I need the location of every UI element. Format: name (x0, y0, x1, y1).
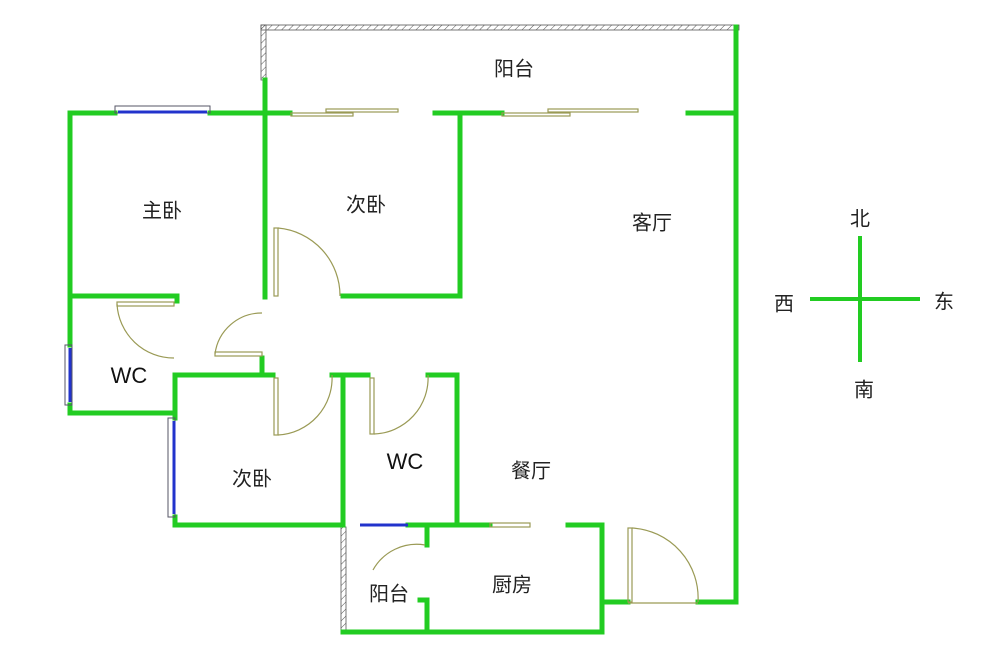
room-label-master-bedroom: 主卧 (142, 198, 182, 223)
compass-north: 北 (850, 206, 870, 231)
room-label-living-room: 客厅 (632, 210, 672, 235)
room-label-kitchen: 厨房 (492, 572, 532, 597)
windows (64, 105, 408, 527)
doors (116, 108, 699, 604)
hatched-wall-south-balcony (340, 526, 347, 633)
room-label-wc-west: WC (110, 363, 148, 388)
walls (67, 24, 739, 635)
room-label-dining-room: 餐厅 (511, 458, 551, 483)
room-label-wc-center: WC (386, 449, 424, 474)
hatched-wall-northwest (260, 24, 267, 81)
compass-south: 南 (854, 377, 874, 402)
compass (810, 236, 920, 362)
hatched-wall-north (260, 24, 740, 31)
room-label-balcony-south: 阳台 (369, 581, 409, 606)
room-label-second-bedroom-south: 次卧 (232, 466, 272, 491)
room-label-balcony-north: 阳台 (494, 56, 534, 81)
compass-east: 东 (934, 289, 954, 314)
room-label-second-bedroom-north: 次卧 (346, 192, 386, 217)
compass-west: 西 (774, 291, 794, 316)
